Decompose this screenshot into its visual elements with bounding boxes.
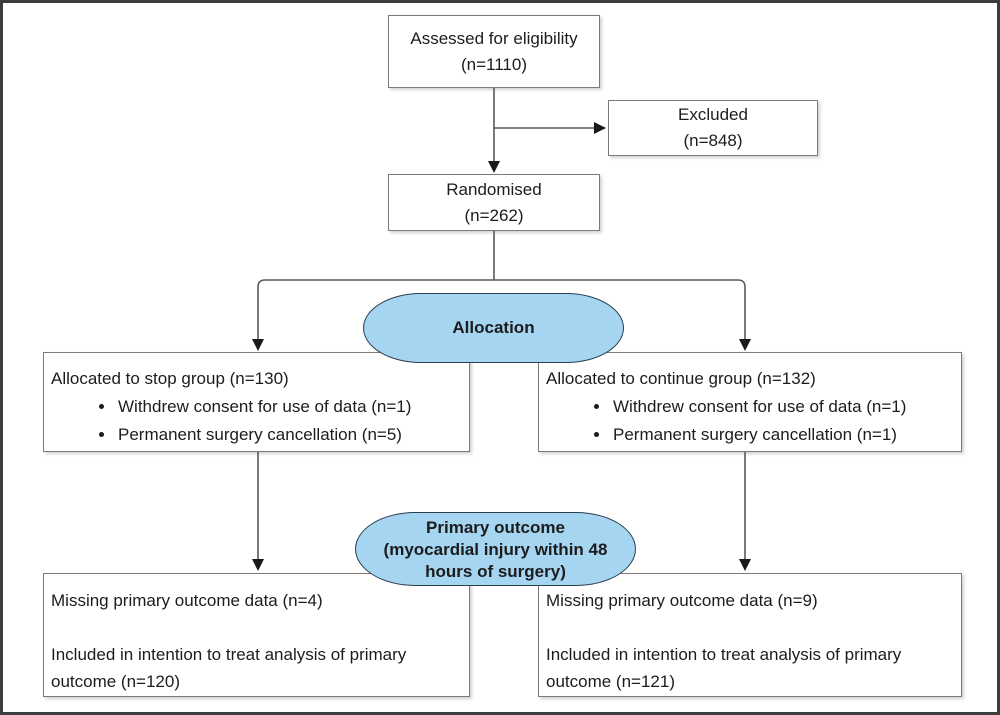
- continue-group-bullet: Withdrew consent for use of data (n=1): [611, 393, 953, 421]
- assessed-label: Assessed for eligibility: [410, 28, 578, 48]
- continue-group-bullet-list: Withdrew consent for use of data (n=1) P…: [546, 393, 953, 449]
- primary-outcome-line: hours of surgery): [425, 562, 566, 581]
- stop-group-title: Allocated to stop group (n=130): [51, 369, 289, 388]
- stop-group-box: Allocated to stop group (n=130) Withdrew…: [43, 352, 470, 452]
- assessed-eligibility-box: Assessed for eligibility (n=1110): [388, 15, 600, 88]
- right-arrowhead-icon: [594, 122, 606, 134]
- stop-group-bullet: Permanent surgery cancellation (n=5): [116, 421, 461, 449]
- primary-outcome-stage-ellipse: Primary outcome (myocardial injury withi…: [355, 512, 636, 586]
- primary-outcome-line: Primary outcome: [426, 518, 565, 537]
- connector-continue-to-outcome: [739, 452, 751, 571]
- excluded-label: Excluded: [678, 105, 748, 124]
- stop-included-analysis: Included in intention to treat analysis …: [51, 645, 407, 691]
- stop-missing-outcome: Missing primary outcome data (n=4): [51, 591, 323, 610]
- continue-outcome-box: Missing primary outcome data (n=9) Inclu…: [538, 573, 962, 697]
- excluded-count: (n=848): [683, 131, 743, 150]
- continue-group-box: Allocated to continue group (n=132) With…: [538, 352, 962, 452]
- continue-group-title: Allocated to continue group (n=132): [546, 369, 816, 388]
- continue-included-analysis: Included in intention to treat analysis …: [546, 645, 902, 691]
- down-arrowhead-icon: [739, 339, 751, 351]
- allocation-label: Allocation: [452, 318, 535, 337]
- down-arrowhead-icon: [252, 339, 264, 351]
- excluded-box: Excluded (n=848): [608, 100, 818, 156]
- connector-assessed-to-excluded: [494, 122, 606, 134]
- down-arrowhead-icon: [739, 559, 751, 571]
- primary-outcome-line: (myocardial injury within 48: [383, 540, 608, 559]
- randomised-box: Randomised (n=262): [388, 174, 600, 231]
- allocation-stage-ellipse: Allocation: [363, 293, 624, 363]
- stop-group-bullet: Withdrew consent for use of data (n=1): [116, 393, 461, 421]
- randomised-label: Randomised: [446, 179, 542, 199]
- randomised-count: (n=262): [464, 205, 524, 225]
- connector-assessed-to-randomised: [488, 88, 500, 173]
- stop-group-bullet-list: Withdrew consent for use of data (n=1) P…: [51, 393, 461, 449]
- down-arrowhead-icon: [488, 161, 500, 173]
- assessed-count: (n=1110): [461, 54, 527, 74]
- continue-missing-outcome: Missing primary outcome data (n=9): [546, 591, 818, 610]
- down-arrowhead-icon: [252, 559, 264, 571]
- stop-outcome-box: Missing primary outcome data (n=4) Inclu…: [43, 573, 470, 697]
- connector-stop-to-outcome: [252, 452, 264, 571]
- continue-group-bullet: Permanent surgery cancellation (n=1): [611, 421, 953, 449]
